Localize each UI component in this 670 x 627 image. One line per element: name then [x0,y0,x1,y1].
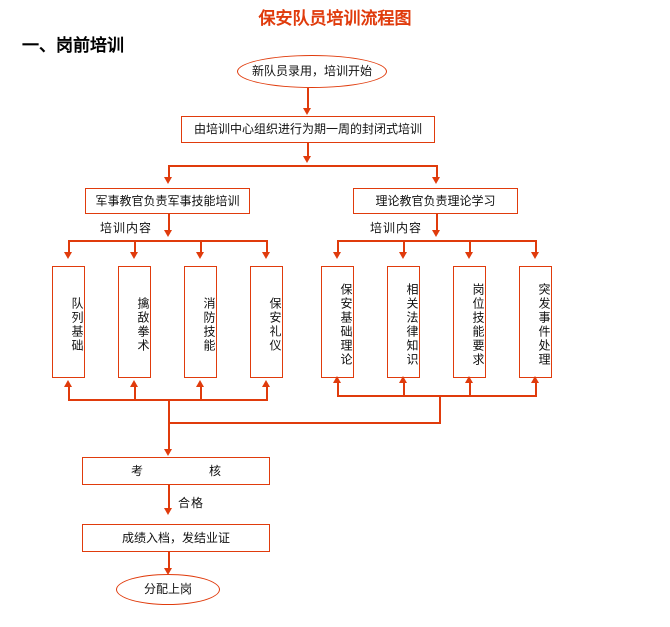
arrowhead-main-down [303,156,311,163]
arrowhead-theory-down [432,230,440,237]
arrowhead-m4 [262,252,270,259]
branch-item-theory-2[interactable]: 相关法律知识 [387,266,420,378]
arrowhead-start-to-main [303,108,311,115]
connector-record-to-end [168,552,170,569]
fanout-bar-theory [337,240,537,242]
end-node[interactable]: 分配上岗 [116,574,220,605]
fanout-stem-t3 [469,240,471,253]
fanout-stem-t1 [337,240,339,253]
arrowhead-m3 [196,252,204,259]
branch-item-military-1[interactable]: 队列基础 [52,266,85,378]
fanout-stem-m3 [200,240,202,253]
collect-stem-m1 [68,386,70,400]
arrowhead-split-left [164,177,172,184]
page-title: 保安队员培训流程图 [258,9,412,29]
branch-item-military-3[interactable]: 消防技能 [184,266,217,378]
theory-trunk-join [168,422,441,424]
arrowhead-up-t4 [531,376,539,383]
section-heading: 一、岗前培训 [22,36,124,56]
fanout-stem-m4 [266,240,268,253]
arrowhead-m1 [64,252,72,259]
collect-stem-m2 [134,386,136,400]
split-left-stem [168,165,170,178]
arrowhead-up-t2 [399,376,407,383]
arrowhead-up-m1 [64,380,72,387]
main-process-node[interactable]: 由培训中心组织进行为期一周的封闭式培训 [181,116,435,143]
start-node[interactable]: 新队员录用，培训开始 [237,55,387,88]
arrowhead-t4 [531,252,539,259]
arrowhead-assessment-to-record [164,508,172,515]
theory-trunk-drop [439,395,441,423]
branch-content-label-theory: 培训内容 [370,221,423,235]
split-right-stem [436,165,438,178]
arrowhead-military-down [164,230,172,237]
record-node[interactable]: 成绩入档，发结业证 [82,524,270,552]
branch-item-theory-1[interactable]: 保安基础理论 [321,266,354,378]
collect-stem-m3 [200,386,202,400]
edge-label-pass: 合格 [178,496,205,510]
branch-header-military[interactable]: 军事教官负责军事技能培训 [85,188,250,214]
fanout-bar-military [68,240,268,242]
arrowhead-t1 [333,252,341,259]
branch-item-military-4[interactable]: 保安礼仪 [250,266,283,378]
collect-stem-m4 [266,386,268,400]
arrowhead-up-m3 [196,380,204,387]
branch-content-label-military: 培训内容 [100,221,153,235]
fanout-stem-t4 [535,240,537,253]
main-trunk-down [168,399,170,450]
fanout-stem-m1 [68,240,70,253]
collect-stem-t1 [337,382,339,396]
fanout-stem-t2 [403,240,405,253]
arrowhead-t2 [399,252,407,259]
branch-item-military-2[interactable]: 擒敌拳术 [118,266,151,378]
connector-military-down [168,214,170,231]
arrowhead-to-assessment [164,449,172,456]
connector-main-down [307,143,309,157]
split-bar [168,165,438,167]
collect-stem-t3 [469,382,471,396]
connector-start-to-main [307,88,309,109]
arrowhead-m2 [130,252,138,259]
branch-item-theory-3[interactable]: 岗位技能要求 [453,266,486,378]
arrowhead-split-right [432,177,440,184]
collector-bar-theory [337,395,537,397]
fanout-stem-m2 [134,240,136,253]
connector-assessment-to-record [168,485,170,509]
assessment-node[interactable]: 考 核 [82,457,270,485]
arrowhead-up-t3 [465,376,473,383]
arrowhead-up-m4 [262,380,270,387]
collect-stem-t2 [403,382,405,396]
arrowhead-up-t1 [333,376,341,383]
branch-header-theory[interactable]: 理论教官负责理论学习 [353,188,518,214]
arrowhead-record-to-end [164,568,172,575]
collect-stem-t4 [535,382,537,396]
connector-theory-down [436,214,438,231]
branch-item-theory-4[interactable]: 突发事件处理 [519,266,552,378]
arrowhead-up-m2 [130,380,138,387]
arrowhead-t3 [465,252,473,259]
